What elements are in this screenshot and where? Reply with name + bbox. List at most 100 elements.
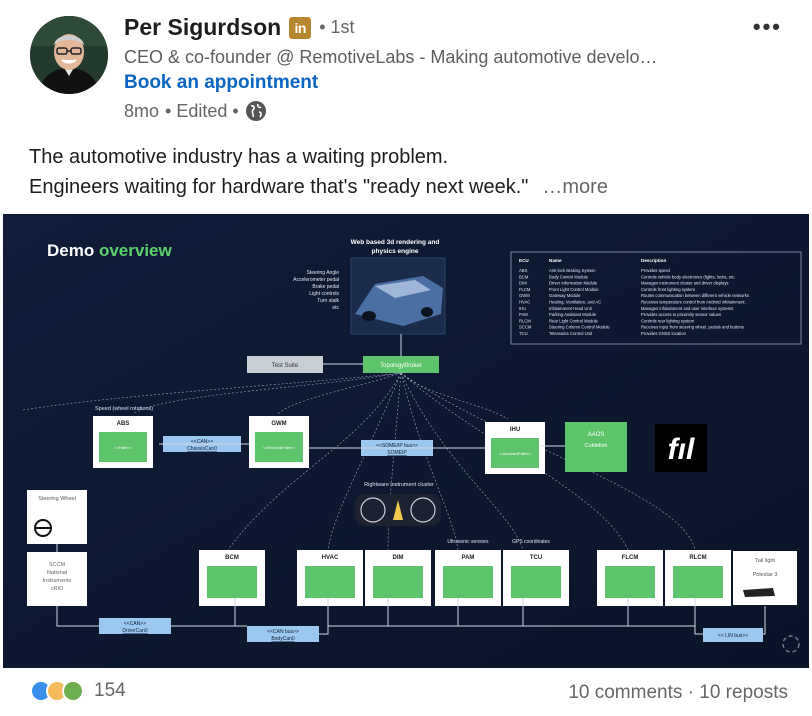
celebrate-reaction-icon: [62, 680, 84, 702]
author-avatar[interactable]: [30, 16, 108, 94]
signal-input-item: Steering Angle: [306, 270, 339, 276]
signal-input-item: Light controls: [309, 291, 339, 297]
signal-input-item: etc: [332, 305, 339, 311]
ecu-table-cell: GWM: [519, 293, 530, 298]
render-label-2: physics engine: [372, 248, 419, 255]
ecu-node-label: BCM: [225, 555, 239, 561]
more-options-icon[interactable]: •••: [752, 14, 782, 39]
see-more-link[interactable]: …more: [542, 176, 608, 198]
someip-label-1: <<SOME/IP bus>>: [376, 443, 418, 449]
test-suite-label: Test Suite: [272, 363, 299, 369]
ecu-table-cell: Provides speed: [641, 268, 671, 273]
body-can-label-1: <<CAN bus>>: [267, 629, 299, 635]
ecu-node-label: DIM: [393, 555, 404, 561]
aaos-sub: Cuttlefish: [585, 443, 608, 449]
ecu-node-label: TCU: [530, 555, 542, 561]
ecu-node-inner: [491, 438, 539, 468]
steering-wheel-label: Steering Wheel: [38, 496, 76, 502]
ecu-node-inner: [373, 566, 423, 598]
slide-title-b: overview: [99, 241, 173, 260]
ecu-table-cell: PAM: [519, 312, 528, 317]
ecu-table-cell: Provides access to proximity sensor valu…: [641, 312, 721, 317]
ecu-node-inner: [255, 432, 303, 462]
ecu-table-cell: ABS: [519, 268, 528, 273]
reactions-summary[interactable]: 154: [30, 680, 126, 702]
ecu-table-cell: TCU: [519, 331, 528, 336]
signal-input-item: Turn stalk: [317, 298, 339, 304]
driver-can-label-2: DriverCan0: [122, 628, 148, 634]
post-image[interactable]: Demo overview Web based 3d rendering and…: [3, 214, 809, 668]
ecu-node-label: GWM: [271, 421, 286, 427]
engagement-separator: ·: [687, 682, 694, 703]
ecu-node-label: PAM: [462, 555, 475, 561]
post-line-1: The automotive industry has a waiting pr…: [29, 146, 449, 168]
ecu-table-cell: Provides GNSS location: [641, 331, 687, 336]
ecu-table-cell: Front Light Control Module: [549, 287, 599, 292]
ecu-table-cell: Rear Light Control Module: [549, 318, 599, 323]
ultrasonic-label: Ultrasonic sensors: [447, 539, 489, 545]
signal-input-item: Brake pedal: [312, 284, 339, 290]
sccm-text-line: SCCM: [49, 562, 66, 568]
driver-can-box: [99, 618, 171, 634]
author-name[interactable]: Per Sigurdson: [124, 14, 282, 40]
lin-bus-label: << LIN bus>>: [718, 633, 748, 639]
chassis-can-label-1: <<CAN>>: [191, 439, 213, 445]
post-edited: • Edited •: [165, 100, 239, 121]
globe-icon: [245, 101, 266, 121]
steering-wheel-icon: [34, 519, 52, 537]
instrument-cluster-image: [355, 494, 441, 526]
ecu-table-cell: DIM: [519, 281, 527, 286]
car-render: [350, 257, 446, 335]
speed-label: Speed (wheel rotations): [95, 406, 153, 412]
comments-link[interactable]: 10 comments: [568, 682, 683, 703]
loading-spinner-icon: [782, 635, 800, 653]
reposts-link[interactable]: 10 reposts: [699, 682, 788, 703]
topology-broker-label: TopologyBroker: [380, 363, 422, 369]
ecu-table-cell: Body Control Module: [549, 274, 589, 279]
engagement-counts: 10 comments · 10 reposts: [568, 682, 788, 704]
ecu-table-cell: Receives temperature control from Androi…: [641, 300, 746, 305]
ecu-table-cell: Anti-lock Braking System: [549, 268, 596, 273]
post-meta: 8mo • Edited •: [124, 100, 267, 122]
cluster-label: Rightware instrument cluster: [364, 482, 434, 488]
polestar-label: Polestar 3: [753, 572, 778, 578]
ecu-table-cell: Gateway Module: [549, 293, 581, 298]
lin-bus-box: [703, 628, 763, 642]
post-line-2-row: Engineers waiting for hardware that's "r…: [29, 172, 608, 202]
connection-degree: • 1st: [319, 17, 355, 37]
ecu-node-label: HVAC: [322, 555, 339, 561]
ecu-table-cell: Telematics Control Unit: [549, 331, 593, 336]
post-line-2: Engineers waiting for hardware that's "r…: [29, 176, 529, 198]
steering-wheel-box: [27, 490, 87, 544]
ecu-node-inner: [99, 432, 147, 462]
ecu-node-inner: [443, 566, 493, 598]
ecu-table-cell: Steering Column Control Module: [549, 325, 610, 330]
reaction-count: 154: [94, 680, 126, 701]
book-appointment-link[interactable]: Book an appointment: [124, 72, 319, 93]
cuttlefish-logo-icon: [655, 424, 707, 472]
post-time: 8mo: [124, 100, 160, 121]
ecu-node-label: RLCM: [689, 555, 706, 561]
ecu-table-cell: BCM: [519, 274, 529, 279]
svg-text:Demo overview: Demo overview: [47, 241, 173, 260]
ecu-table-cell: HVAC: [519, 300, 530, 305]
ecu-node-inner: [673, 566, 723, 598]
sccm-hardware-box: [27, 552, 87, 606]
ecu-table-cell: Heating, Ventilation, and AC: [549, 300, 601, 305]
test-suite-box: [247, 356, 323, 373]
render-label-1: Web based 3d rendering and: [351, 239, 440, 246]
ecu-table-cell: RLCM: [519, 318, 531, 323]
ecu-table-cell: Routes communication between different v…: [641, 293, 749, 298]
ecu-node-label: ABS: [117, 421, 130, 427]
tail-light-label: Tail light: [755, 558, 775, 564]
ecu-node-sub: <<Pallet>>: [115, 446, 132, 450]
sccm-text-line: National: [47, 570, 67, 576]
gps-label: GPS coordinates: [512, 539, 550, 545]
ecu-table-cell: FLCM: [519, 287, 531, 292]
aaos-label: AAOS: [588, 432, 605, 438]
ecu-table-cell: Receives input from steering wheel, peda…: [641, 325, 744, 330]
ecu-table-cell: Infotainment Head Unit: [549, 306, 593, 311]
sccm-text-line: Instruments: [43, 578, 72, 584]
topology-broker-box: [363, 356, 439, 373]
